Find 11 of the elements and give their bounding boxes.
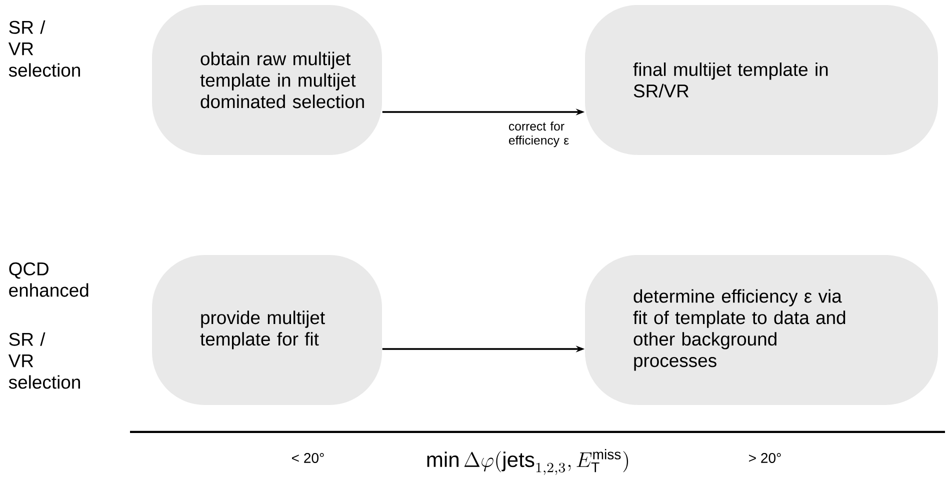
axis-label: > 20° xyxy=(749,453,781,463)
side-label: QCD enhanced xyxy=(9,262,88,297)
process-box: final multijet template in SR/VR xyxy=(585,5,938,155)
process-box: provide multijet template for fit xyxy=(152,254,382,405)
process-box: obtain raw multijet template in multijet dominated selection xyxy=(152,5,382,155)
side-label: SR / VR selection xyxy=(8,332,80,389)
side-label: SR / VR selection xyxy=(8,20,80,77)
axis-formula: $\min\Delta\varphi(\mathrm{jets}_{1,2,3},E_{\mathrm{T}}^{\mathrm{miss}})$ xyxy=(427,449,628,475)
axis-label: < 20° xyxy=(292,453,324,463)
process-box: determine efficiency ε via fit of template to data and other background processes xyxy=(585,254,938,405)
edge-label: correct for efficiency ε xyxy=(508,122,569,148)
